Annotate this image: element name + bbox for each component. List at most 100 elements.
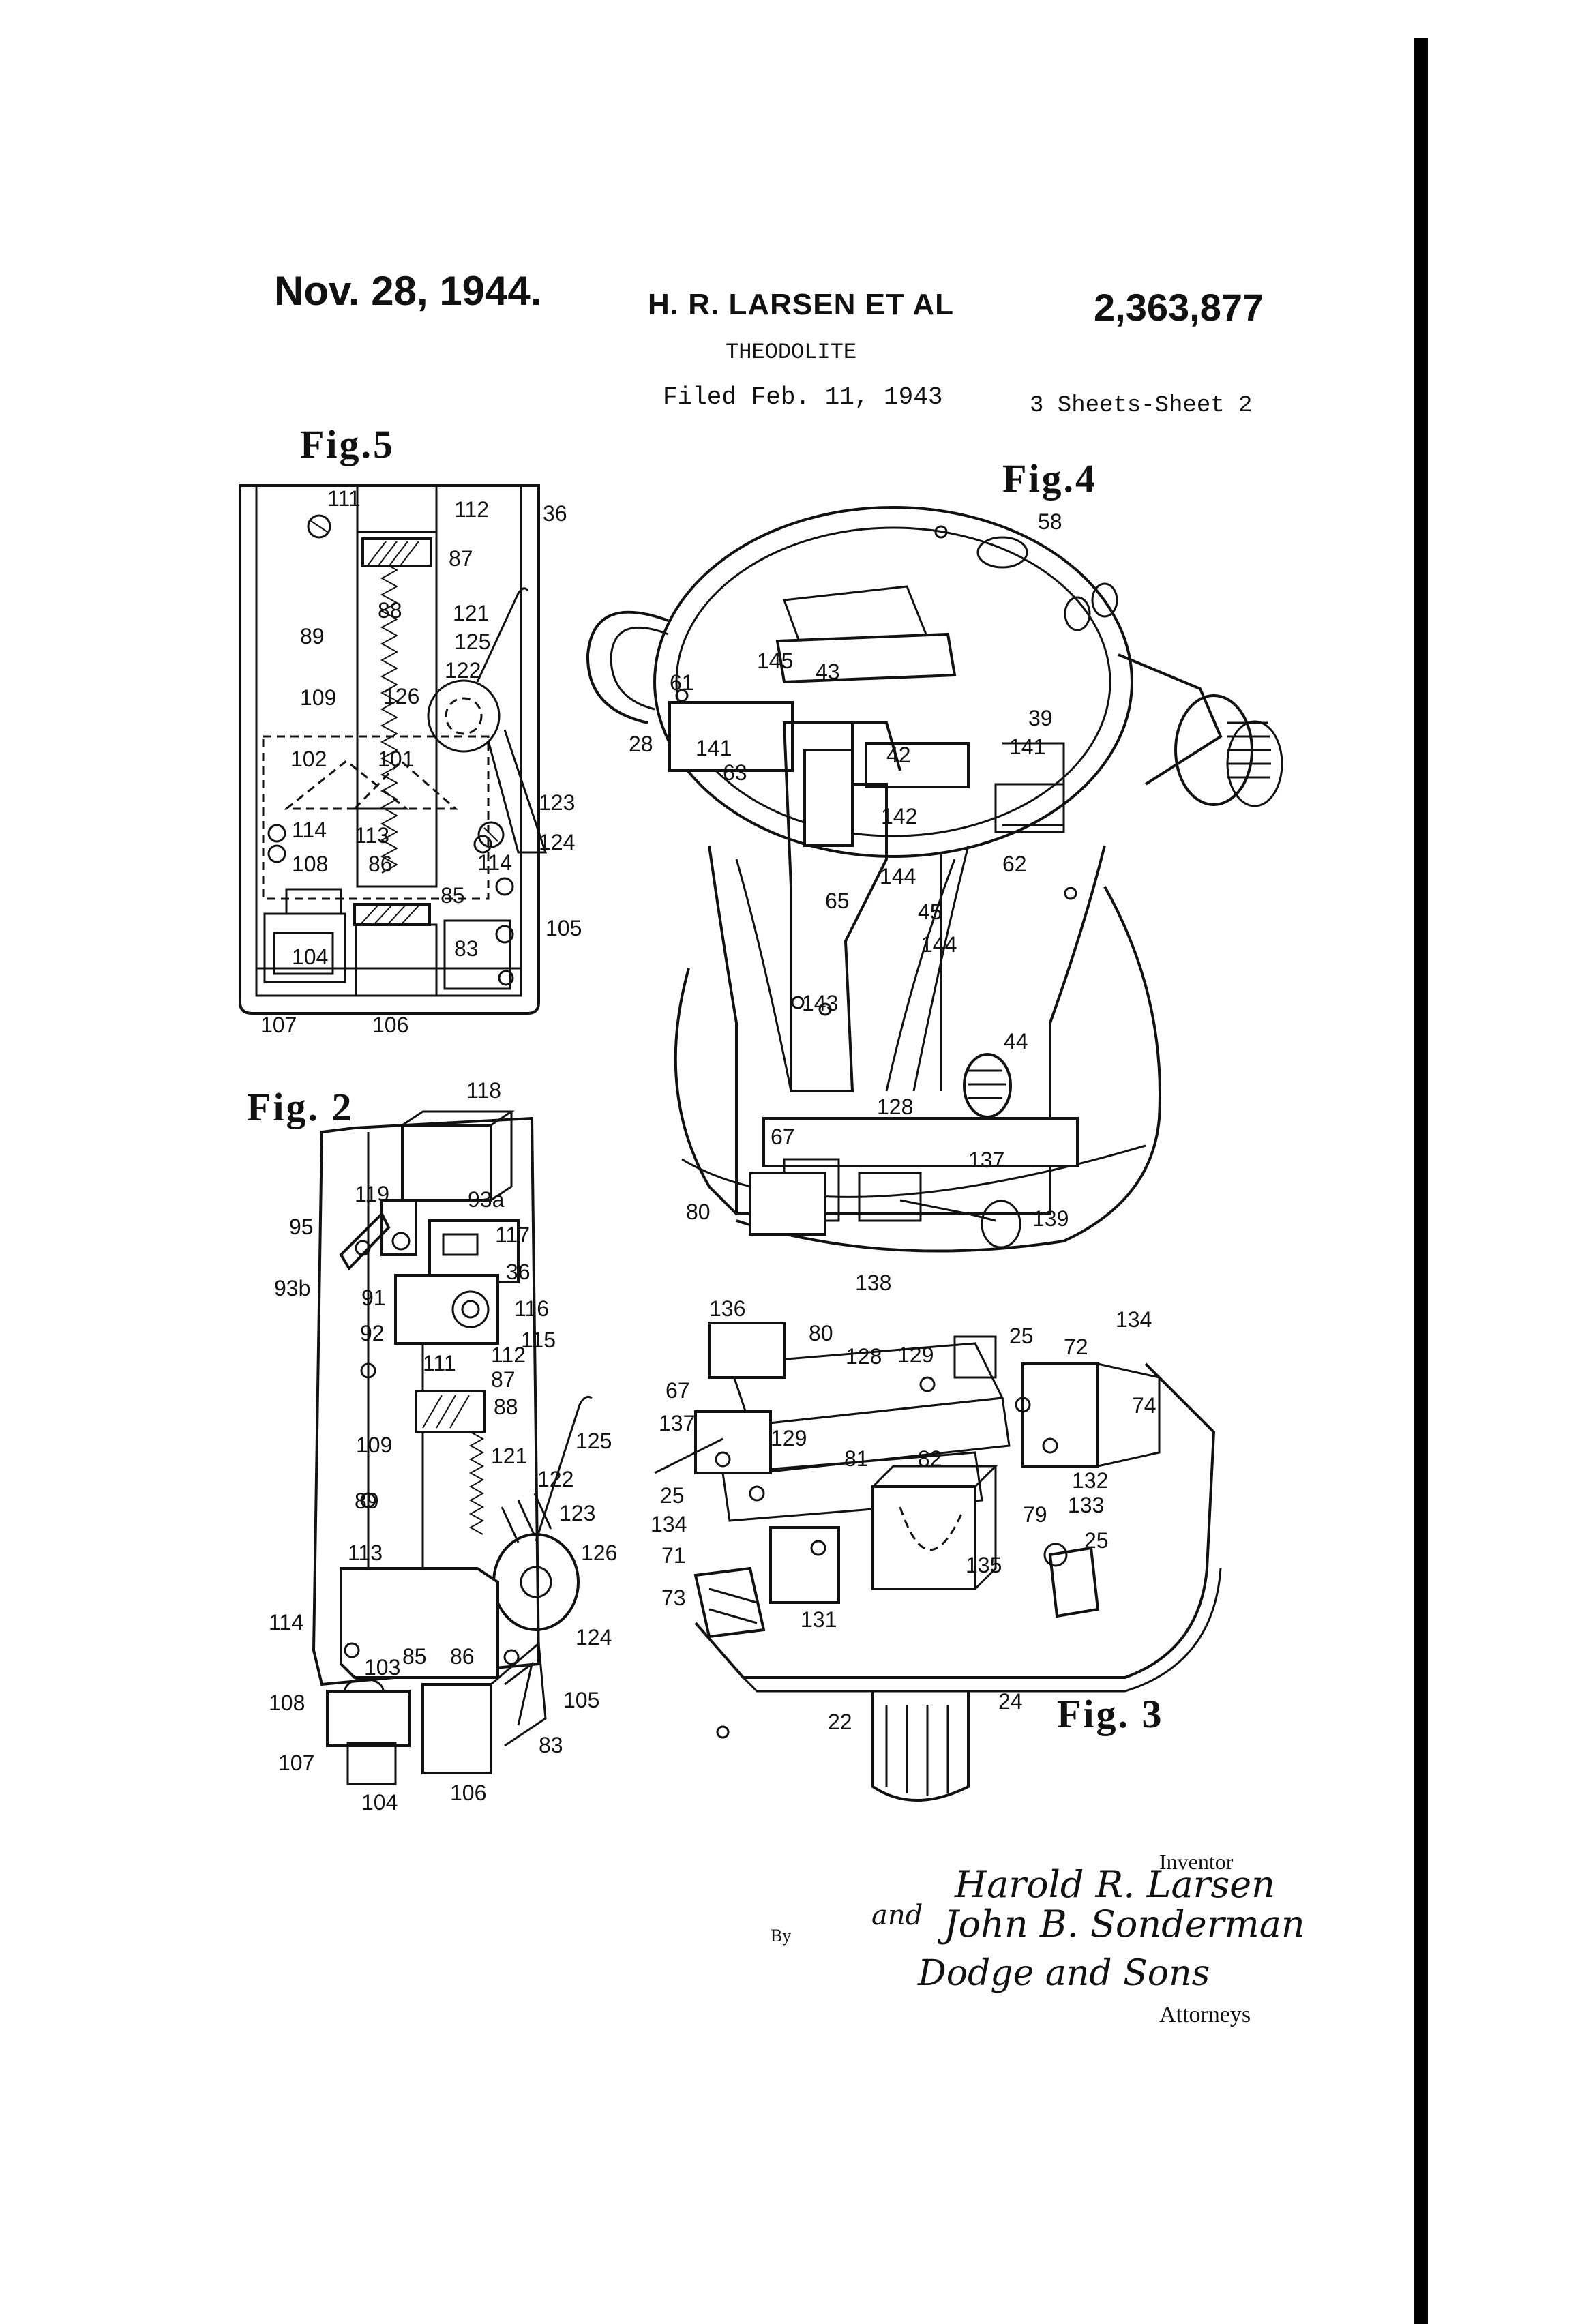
svg-text:105: 105 [563, 1688, 599, 1712]
svg-text:116: 116 [514, 1296, 549, 1321]
svg-text:87: 87 [449, 546, 473, 571]
svg-text:67: 67 [666, 1378, 690, 1403]
svg-text:126: 126 [581, 1540, 617, 1565]
svg-text:122: 122 [537, 1467, 573, 1491]
svg-text:101: 101 [378, 747, 414, 771]
svg-text:82: 82 [918, 1446, 942, 1471]
svg-text:114: 114 [269, 1610, 303, 1635]
svg-text:62: 62 [1002, 852, 1027, 876]
svg-text:87: 87 [491, 1367, 516, 1392]
svg-text:145: 145 [757, 649, 793, 673]
svg-text:129: 129 [897, 1343, 934, 1367]
fig2-drawing: 118 119 93a 95 117 36 93b 91 116 92 115 … [269, 1078, 617, 1815]
svg-text:36: 36 [543, 501, 567, 526]
and-word: and [871, 1900, 923, 1931]
svg-text:137: 137 [659, 1411, 695, 1435]
svg-text:61: 61 [670, 670, 694, 695]
svg-text:125: 125 [454, 629, 490, 654]
svg-text:88: 88 [494, 1395, 518, 1419]
svg-text:88: 88 [378, 598, 402, 623]
svg-text:136: 136 [709, 1296, 745, 1321]
svg-text:117: 117 [495, 1223, 530, 1247]
svg-text:142: 142 [881, 804, 917, 829]
svg-text:114: 114 [477, 850, 512, 875]
svg-text:89: 89 [355, 1489, 379, 1513]
svg-text:111: 111 [327, 486, 361, 511]
svg-text:104: 104 [292, 944, 328, 969]
svg-text:93a: 93a [468, 1187, 505, 1212]
svg-text:108: 108 [269, 1690, 305, 1715]
svg-text:107: 107 [260, 1013, 297, 1037]
by-word: By [771, 1926, 791, 1946]
svg-text:58: 58 [1038, 509, 1062, 534]
svg-text:95: 95 [289, 1215, 314, 1239]
svg-text:107: 107 [278, 1751, 314, 1775]
svg-text:44: 44 [1004, 1029, 1028, 1054]
svg-text:45: 45 [918, 899, 942, 924]
svg-text:133: 133 [1068, 1493, 1104, 1517]
svg-text:25: 25 [660, 1483, 685, 1508]
svg-text:119: 119 [355, 1182, 389, 1206]
svg-text:109: 109 [300, 685, 336, 710]
svg-text:124: 124 [539, 830, 575, 854]
svg-text:123: 123 [559, 1501, 595, 1525]
svg-text:134: 134 [651, 1512, 687, 1536]
svg-text:102: 102 [290, 747, 327, 771]
svg-text:22: 22 [828, 1710, 852, 1734]
svg-text:106: 106 [372, 1013, 408, 1037]
svg-text:93b: 93b [274, 1276, 310, 1300]
fig4-drawing: 58 145 43 39 61 28 141 42 141 63 142 62 … [588, 507, 1282, 1295]
svg-text:25: 25 [1009, 1324, 1034, 1348]
svg-text:121: 121 [491, 1444, 527, 1468]
attorneys-label: Attorneys [1159, 2002, 1251, 2028]
svg-text:143: 143 [802, 991, 838, 1015]
svg-text:80: 80 [686, 1200, 711, 1224]
fig3-drawing: 136 134 80 25 72 128 129 67 137 74 129 8… [651, 1296, 1221, 1800]
svg-text:86: 86 [450, 1644, 475, 1669]
svg-text:79: 79 [1023, 1502, 1047, 1527]
svg-text:126: 126 [383, 684, 419, 709]
svg-text:83: 83 [539, 1733, 563, 1757]
svg-text:128: 128 [877, 1094, 913, 1119]
svg-text:137: 137 [968, 1148, 1004, 1172]
svg-text:124: 124 [576, 1625, 612, 1650]
svg-text:91: 91 [361, 1285, 386, 1310]
svg-text:109: 109 [356, 1433, 392, 1457]
svg-text:112: 112 [454, 497, 489, 522]
svg-text:114: 114 [292, 818, 327, 842]
svg-text:139: 139 [1032, 1206, 1069, 1231]
svg-text:132: 132 [1072, 1468, 1108, 1493]
svg-text:36: 36 [506, 1260, 531, 1284]
svg-text:118: 118 [466, 1078, 501, 1103]
svg-text:141: 141 [1009, 734, 1045, 759]
svg-text:122: 122 [445, 658, 481, 683]
svg-text:28: 28 [629, 732, 653, 756]
svg-text:121: 121 [453, 601, 489, 625]
svg-text:73: 73 [661, 1585, 686, 1610]
svg-text:24: 24 [998, 1689, 1023, 1714]
svg-text:72: 72 [1064, 1335, 1088, 1359]
svg-text:113: 113 [348, 1540, 383, 1565]
svg-text:85: 85 [441, 883, 465, 908]
attorneys-signature: Dodge and Sons [918, 1953, 1210, 1994]
svg-text:125: 125 [576, 1429, 612, 1453]
svg-text:111: 111 [423, 1351, 456, 1375]
svg-text:144: 144 [921, 932, 957, 957]
svg-text:106: 106 [450, 1781, 486, 1805]
svg-text:65: 65 [825, 889, 850, 913]
svg-text:144: 144 [880, 864, 916, 889]
svg-text:141: 141 [696, 736, 732, 760]
svg-text:80: 80 [809, 1321, 833, 1345]
svg-text:135: 135 [966, 1553, 1002, 1577]
svg-text:115: 115 [521, 1328, 556, 1352]
inventor1-signature: Harold R. Larsen [955, 1863, 1275, 1906]
svg-text:105: 105 [546, 916, 582, 940]
svg-text:129: 129 [771, 1426, 807, 1450]
svg-text:138: 138 [855, 1270, 891, 1295]
svg-text:89: 89 [300, 624, 325, 649]
svg-text:108: 108 [292, 852, 328, 876]
svg-text:63: 63 [723, 760, 747, 785]
inventor2-signature: John B. Sonderman [944, 1903, 1305, 1946]
svg-text:128: 128 [846, 1344, 882, 1369]
